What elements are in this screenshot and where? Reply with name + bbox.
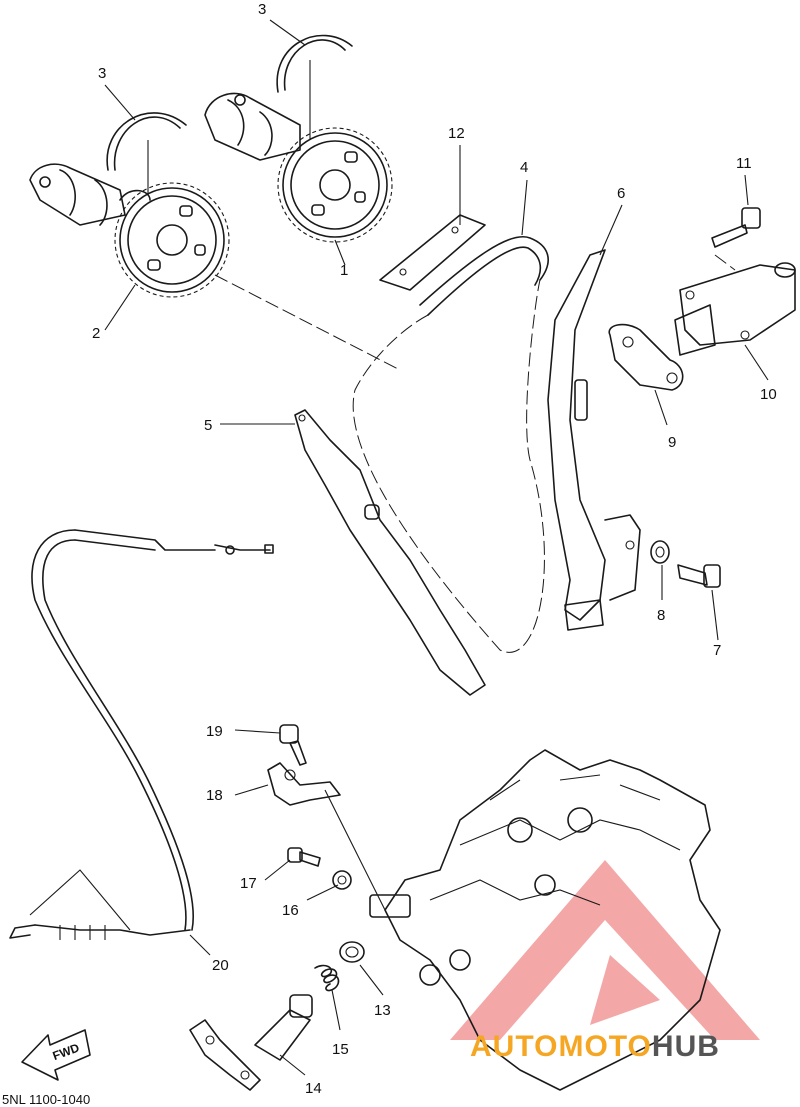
chain-guide-top xyxy=(379,214,486,291)
camshaft-exhaust xyxy=(29,163,151,226)
callout-9: 9 xyxy=(668,434,676,451)
callout-16: 16 xyxy=(282,902,299,919)
callout-3-lower: 3 xyxy=(98,65,106,82)
callout-1: 1 xyxy=(340,262,348,279)
cable-holder xyxy=(267,762,391,921)
callout-18: 18 xyxy=(206,787,223,804)
callout-6: 6 xyxy=(617,185,625,202)
footer-code: 5NL 1100-1040 xyxy=(2,1092,90,1107)
cam-sprocket-intake xyxy=(277,127,393,243)
callout-4: 4 xyxy=(520,159,528,176)
tensioner-gasket xyxy=(608,323,684,391)
small-bolt xyxy=(287,847,321,867)
callout-14: 14 xyxy=(305,1080,322,1097)
callout-20: 20 xyxy=(212,957,229,974)
holder-bolt xyxy=(279,724,307,766)
fwd-arrow-icon: FWD xyxy=(21,1029,91,1081)
callout-2: 2 xyxy=(92,325,100,342)
fwd-label: FWD xyxy=(51,1040,82,1063)
tensioner-bolt xyxy=(711,207,761,271)
watermark-part2: HUB xyxy=(652,1030,720,1063)
oil-seal xyxy=(339,941,365,963)
callout-labels: 1 2 3 3 4 5 6 7 8 9 10 11 12 13 14 15 16… xyxy=(92,1,777,1097)
cam-chain-tensioner xyxy=(674,262,796,356)
callout-8: 8 xyxy=(657,607,665,624)
callout-3-upper: 3 xyxy=(258,1,266,18)
cylinder-head xyxy=(384,749,721,1091)
seal-washer xyxy=(332,870,352,890)
cam-chain xyxy=(214,235,549,653)
circlip-right xyxy=(276,34,353,93)
guide-bolt xyxy=(677,564,721,588)
decompression-cable xyxy=(9,529,274,940)
callout-13: 13 xyxy=(374,1002,391,1019)
washer xyxy=(650,540,670,564)
watermark-part1: AUTOMOTO xyxy=(470,1030,652,1063)
callout-19: 19 xyxy=(206,723,223,740)
callout-12: 12 xyxy=(448,125,465,142)
head-cover-stub xyxy=(369,894,411,918)
chain-guide-front xyxy=(294,409,486,696)
decompression-lever xyxy=(189,994,313,1091)
callout-17: 17 xyxy=(240,875,257,892)
callout-5: 5 xyxy=(204,417,212,434)
svg-text:AUTOMOTOHUB: AUTOMOTOHUB xyxy=(470,1030,720,1063)
callout-11: 11 xyxy=(736,155,752,172)
automotohub-logo xyxy=(450,860,760,1040)
leader-lines xyxy=(104,19,769,1076)
callout-10: 10 xyxy=(760,386,777,403)
callout-7: 7 xyxy=(713,642,721,659)
chain-tensioner-guide xyxy=(547,249,641,631)
spring xyxy=(314,964,340,992)
circlip-left xyxy=(106,112,187,171)
camshaft-intake xyxy=(204,92,301,161)
callout-15: 15 xyxy=(332,1041,349,1058)
watermark-text: AUTOMOTOHUB xyxy=(470,1030,720,1063)
cam-sprocket-exhaust xyxy=(114,182,230,298)
